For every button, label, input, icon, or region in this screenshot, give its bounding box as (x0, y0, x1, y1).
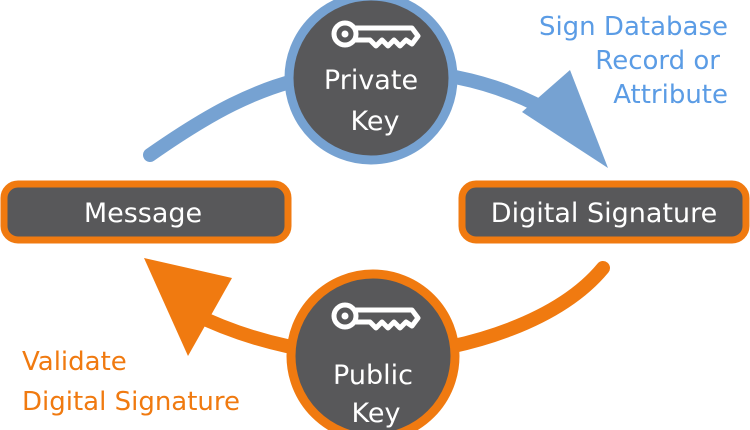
sign-caption-line3: Attribute (613, 80, 728, 110)
sign-caption: Sign Database Record or Attribute (539, 12, 728, 110)
message-node: Message (0, 180, 292, 244)
message-label: Message (84, 198, 202, 229)
key-icon (331, 302, 421, 331)
public-key-label-line1: Public (333, 360, 413, 391)
sign-caption-line2: Record or (595, 46, 720, 76)
key-icon (331, 20, 421, 49)
private-key-label-line1: Private (324, 65, 418, 96)
validate-caption-line2: Digital Signature (22, 387, 240, 417)
validate-caption-line1: Validate (22, 347, 127, 377)
sign-caption-line1: Sign Database (539, 12, 728, 42)
private-key-label-line2: Key (351, 106, 400, 137)
validate-flow-arrowhead (144, 258, 232, 356)
private-key-node: Private Key (284, 0, 458, 165)
public-key-node: Public Key (286, 269, 460, 430)
digital-signature-node: Digital Signature (458, 180, 750, 244)
sign-flow-arrowhead (522, 70, 608, 168)
public-key-label-line2: Key (352, 398, 401, 429)
digital-signature-label: Digital Signature (491, 198, 717, 229)
validate-caption: Validate Digital Signature (22, 347, 240, 417)
